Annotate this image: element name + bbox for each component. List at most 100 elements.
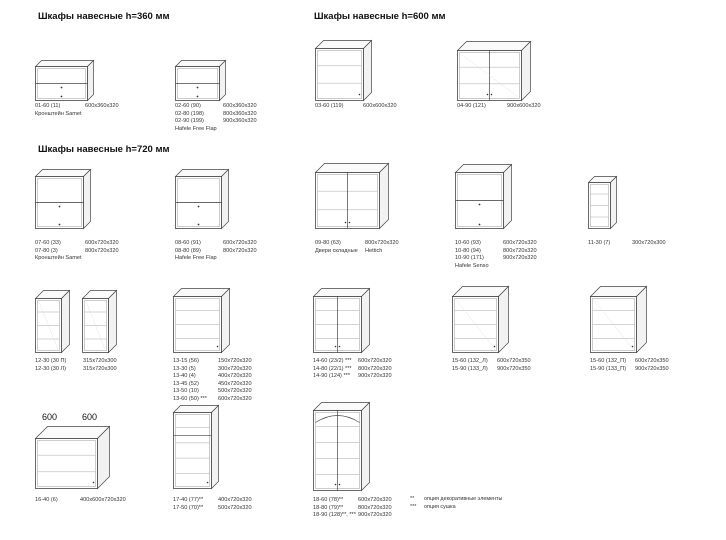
- item-size: 600x360x320: [85, 103, 119, 109]
- item-size: 600x720x350: [497, 358, 531, 364]
- cabinet-line: [86, 302, 105, 349]
- item-size: 600x600x320: [363, 103, 397, 109]
- item-size: 400x720x320: [218, 373, 252, 380]
- item-code: 18-60 (78)**: [313, 497, 344, 503]
- cabinet-drawing: [451, 285, 510, 354]
- cabinet-side: [108, 289, 117, 354]
- item-code: 03-60 (119): [315, 103, 344, 109]
- handle-icon: [334, 483, 337, 486]
- item-row: 04-90 (121)900x600x320: [457, 103, 541, 111]
- handle-icon: [478, 203, 481, 206]
- cabinet-top: [456, 41, 532, 51]
- handle-icon: [348, 221, 351, 224]
- item-label: 13-15 (56) 150x720x320 13-30 (5)300x720x32…: [173, 358, 252, 404]
- item-row: 18-60 (78)**600x720x320: [313, 497, 392, 505]
- item-code: 01-60 (11): [35, 103, 61, 109]
- cabinet-side: [61, 289, 70, 354]
- item-code: 15-60 (132_Л): [452, 358, 488, 364]
- item-row: 08-60 (91)600x720x320: [175, 240, 257, 248]
- handle-icon: [334, 345, 337, 348]
- item-size: 900x600x320: [507, 103, 541, 109]
- item-code: 12-30 (30 Л): [35, 365, 67, 372]
- item-code: 02-80 (198): [175, 110, 204, 117]
- item-row: 13-30 (5)300x720x320: [173, 366, 252, 374]
- item-size: 315x720x300: [83, 365, 117, 372]
- legend-text: опция декоративные элементы: [424, 496, 503, 502]
- item-size: 800x720x320: [85, 247, 119, 254]
- item-size: 150x720x320: [218, 358, 252, 364]
- item-row: 07-80 (3) 800x720x320: [35, 248, 119, 256]
- item-code: 10-90 (171): [455, 255, 484, 262]
- item-row: 18-80 (79)** 800x720x320: [313, 505, 392, 513]
- item-code: 18-80 (79)**: [313, 504, 344, 511]
- item-code: 13-15 (56): [173, 358, 199, 364]
- item-size: 600x720x320: [223, 240, 257, 246]
- handle-icon: [216, 345, 219, 348]
- item-row: 12-30 (30 Л) 315x720x300: [35, 366, 117, 374]
- cabinet-front: [35, 438, 98, 489]
- cabinet-side: [503, 163, 512, 230]
- cabinet-side: [221, 168, 229, 230]
- handle-icon: [197, 223, 200, 226]
- handle-icon: [338, 483, 341, 486]
- cabinet-side: [636, 285, 647, 354]
- cabinet-arch: [315, 415, 360, 423]
- cabinet-front: [173, 412, 212, 489]
- item-size: Hettich: [365, 247, 383, 254]
- item-code: 02-90 (199): [175, 118, 204, 125]
- item-row: 13-60 (50) ***600x720x320: [173, 396, 252, 404]
- cabinet-top: [174, 169, 230, 177]
- cabinet-top: [314, 40, 373, 49]
- item-size: 800x720x320: [503, 247, 537, 254]
- cabinet-inner: [37, 440, 96, 487]
- item-code: 13-45 (52): [173, 380, 199, 387]
- item-size: 900x720x320: [358, 512, 392, 519]
- cabinet-drawing: [456, 40, 532, 102]
- item-size: 450x720x320: [218, 380, 252, 387]
- cabinet-side: [379, 162, 389, 230]
- corner-dim-right: 600: [82, 412, 98, 422]
- item-code: 14-60 (23/2) ***: [313, 358, 352, 364]
- item-code: Двери складные: [315, 247, 358, 254]
- item-row: 17-40 (77)**400x720x320: [173, 497, 252, 505]
- cabinet-drawing: [587, 175, 618, 230]
- item-size: 500x720x320: [218, 504, 252, 511]
- item-size: 600x720x320: [85, 240, 119, 246]
- item-note: Кронштейн Samet: [35, 110, 82, 117]
- item-size: 900x720x350: [497, 365, 531, 372]
- cabinet-top: [172, 288, 231, 297]
- item-label: 11-30 (7) 300x720x300: [588, 240, 666, 248]
- item-code: 07-80 (3): [35, 247, 58, 254]
- item-label: 16-40 (6)400x600x720x320: [35, 497, 126, 505]
- corner-dim-left: 600: [42, 412, 58, 422]
- handle-icon: [196, 95, 199, 98]
- item-code: 14-80 (22/1) ***: [313, 365, 352, 372]
- cabinet-side: [219, 59, 226, 102]
- item-size: 315x720x300: [83, 358, 117, 364]
- cabinet-side: [610, 175, 617, 230]
- cabinet-inner: [317, 50, 362, 99]
- cabinet-line: [456, 300, 495, 349]
- section-heading-360: Шкафы навесные h=360 мм: [38, 11, 170, 22]
- item-size: 800x720x320: [358, 504, 392, 511]
- cabinet-line: [39, 302, 58, 349]
- cabinet-side: [361, 401, 370, 492]
- section-heading-720: Шкафы навесные h=720 мм: [38, 144, 170, 155]
- item-row: 02-90 (199)900x360x320: [175, 118, 257, 126]
- item-code: 13-40 (4): [173, 373, 196, 380]
- legend-symbol: ***: [410, 504, 417, 510]
- handle-icon: [358, 93, 361, 96]
- cabinet-drawing: [34, 425, 111, 490]
- cabinet-side: [221, 287, 230, 354]
- item-row: 11-30 (7) 300x720x300: [588, 240, 666, 248]
- item-code: 11-30 (7): [588, 240, 611, 246]
- item-row: 14-80 (22/1) ***800x720x320: [313, 366, 392, 374]
- item-size: 300x720x300: [632, 240, 666, 246]
